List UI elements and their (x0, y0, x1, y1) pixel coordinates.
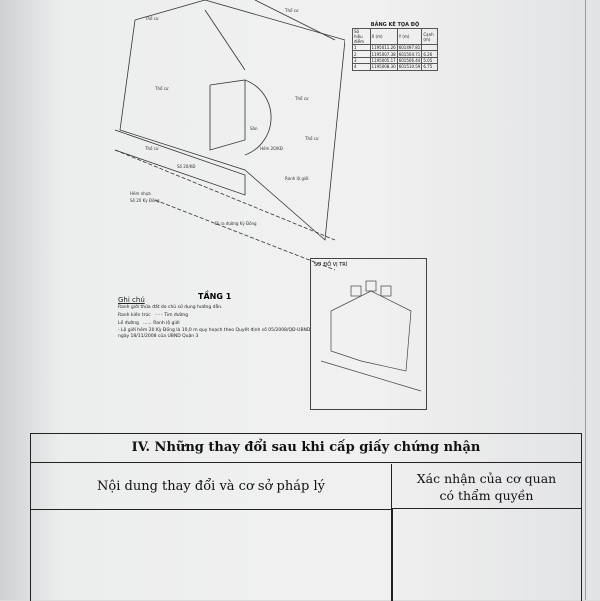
plan-label: Thổ cư (144, 16, 159, 21)
coord-cell: 1195008.30 (369, 63, 398, 71)
coord-cell: 1195011.26 (369, 43, 398, 52)
legend-note: - Lộ giới hẻm 20 Kỳ Đồng là 10,0 m quy h… (118, 328, 311, 339)
plan-label: Thổ cư (154, 86, 169, 91)
coord-cell: 601504.71 (396, 50, 423, 58)
legend-item: Ranh lộ giới (153, 321, 180, 326)
coord-cell: 601497.81 (396, 43, 423, 52)
coord-cell: 601510.59 (396, 63, 423, 71)
legend-item: Tim đường (164, 313, 189, 318)
changes-section: IV. Những thay đổi sau khi cấp giấy chứn… (30, 433, 582, 601)
plan-label: Thổ cư (304, 136, 319, 141)
legend: Ghi chú Ranh giới thửa đất do chủ sử dụn… (118, 296, 318, 340)
column-header-confirmation: Xác nhận của cơ quan có thẩm quyền (392, 464, 581, 509)
legend-item: Lề đường (118, 321, 139, 326)
coord-cell: 6.75 (421, 63, 438, 71)
coord-cell: 601506.44 (396, 56, 423, 65)
paper-fold (585, 0, 586, 600)
plan-label: Thổ cư (144, 146, 159, 151)
plan-label: Hẻm 20/KĐ (260, 146, 283, 151)
section-title: IV. Những thay đổi sau khi cấp giấy chứn… (31, 434, 581, 463)
plan-label: Số 20/KĐ (177, 164, 195, 169)
confirmation-line-2: có thẩm quyền (439, 488, 534, 503)
location-map-title: SƠ ĐỒ VỊ TRÍ (314, 262, 348, 268)
coord-cell: 4 (352, 63, 371, 71)
location-map: SƠ ĐỒ VỊ TRÍ (310, 258, 427, 410)
plan-label: Đi ra đường Kỳ Đồng (215, 221, 257, 226)
plan-label: Sân (250, 126, 258, 131)
coordinate-table-title: BẢNG KÊ TỌA ĐỘ (370, 22, 420, 28)
confirmation-line-1: Xác nhận của cơ quan (416, 471, 557, 486)
plan-label: Ranh lộ giới (285, 176, 309, 181)
col-header: Số hiệu điểm (352, 28, 371, 45)
plan-label: Hẻm nhựa (130, 191, 151, 196)
plan-label: Số 20 Kỳ Đồng (130, 198, 160, 203)
legend-title: Ghi chú (118, 296, 145, 304)
col-header: Y (m) (396, 28, 423, 45)
column-divider (391, 509, 393, 601)
column-header-content: Nội dung thay đổi và cơ sở pháp lý (31, 464, 392, 510)
plan-label: Thổ cư (294, 96, 309, 101)
coord-cell: 1195007.38 (369, 50, 398, 58)
location-map-drawing (320, 280, 422, 392)
floor-title: TẦNG 1 (198, 292, 232, 301)
col-header: Cạnh (m) (421, 28, 438, 45)
legend-item: Ranh giới thửa đất do chủ sử dụng hướng … (118, 305, 223, 310)
legend-item: Ranh kiến trúc (118, 313, 151, 318)
coord-cell: 1195005.17 (369, 56, 398, 65)
plan-label: Thổ cư (284, 8, 299, 13)
col-header: X (m) (369, 28, 398, 45)
floor-plan-drawing: Thổ cư Thổ cư Thổ cư Thổ cư Thổ cư Thổ c… (114, 0, 345, 271)
